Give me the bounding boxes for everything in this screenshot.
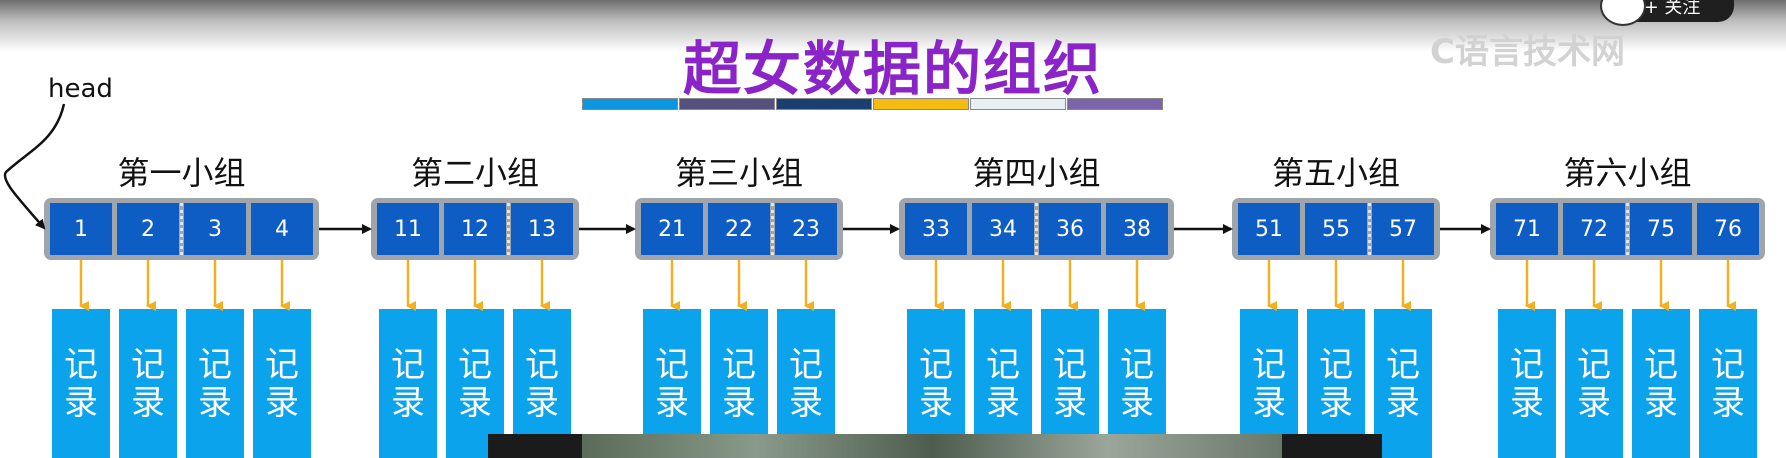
video-thumbnail: [488, 434, 1382, 458]
head-pointer-arrow: [5, 104, 64, 228]
